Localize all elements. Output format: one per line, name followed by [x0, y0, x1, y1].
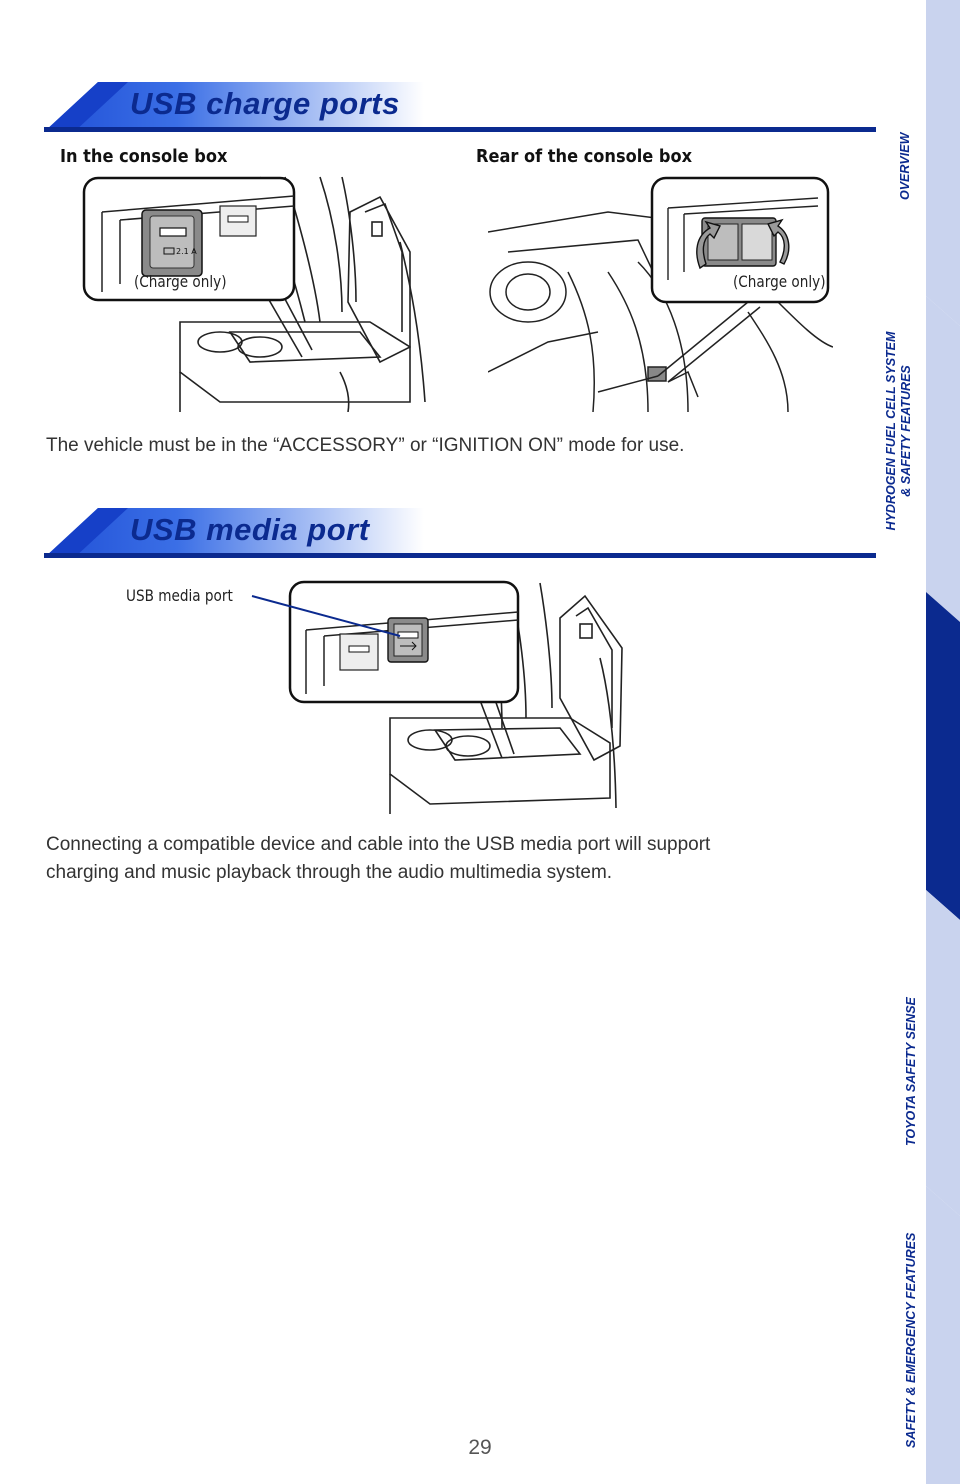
- charge-note: The vehicle must be in the “ACCESSORY” o…: [46, 435, 685, 456]
- header-band: [44, 508, 424, 558]
- header-rule: [44, 553, 876, 558]
- nav-tab-hydrogen[interactable]: [926, 296, 960, 622]
- nav-tab-emergency[interactable]: [926, 1186, 960, 1484]
- header-band: [44, 82, 424, 132]
- media-section-title: USB media port: [130, 512, 370, 547]
- left-charge-only-callout: (Charge only): [134, 272, 227, 291]
- right-caption: Rear of the console box: [476, 146, 693, 167]
- right-charge-only-callout: (Charge only): [733, 272, 826, 291]
- header-rule: [44, 127, 876, 132]
- console-box-illustration: 2.1 A: [82, 176, 426, 412]
- side-navigation: [926, 0, 960, 1484]
- media-section-header: USB media port: [44, 508, 876, 558]
- media-note-line-2: charging and music playback through the …: [46, 862, 613, 883]
- nav-label-hydrogen-line1: HYDROGEN FUEL CELL SYSTEM: [884, 331, 898, 531]
- nav-label-overview[interactable]: OVERVIEW: [898, 132, 912, 200]
- charge-section-header: USB charge ports: [44, 82, 876, 132]
- port-rating-label: 2.1 A: [176, 247, 197, 256]
- nav-label-features[interactable]: FEATURES & OPERATIONS: [904, 707, 918, 872]
- charge-section-title: USB charge ports: [130, 86, 400, 121]
- nav-tab-safety-sense[interactable]: [926, 890, 960, 1216]
- nav-label-emergency[interactable]: SAFETY & EMERGENCY FEATURES: [904, 1232, 918, 1448]
- media-port-illustration: [251, 580, 623, 814]
- left-caption: In the console box: [60, 146, 228, 167]
- nav-tab-features[interactable]: [926, 592, 960, 920]
- page-number: 29: [468, 1436, 492, 1459]
- media-note-line-1: Connecting a compatible device and cable…: [46, 834, 711, 855]
- nav-label-safety-sense[interactable]: TOYOTA SAFETY SENSE: [904, 997, 918, 1146]
- nav-label-hydrogen[interactable]: HYDROGEN FUEL CELL SYSTEM & SAFETY FEATU…: [884, 306, 914, 556]
- nav-tab-overview[interactable]: [926, 0, 960, 326]
- nav-label-hydrogen-line2: & SAFETY FEATURES: [899, 365, 913, 497]
- rear-console-illustration: [488, 176, 833, 412]
- usb-media-port-callout: USB media port: [126, 586, 233, 605]
